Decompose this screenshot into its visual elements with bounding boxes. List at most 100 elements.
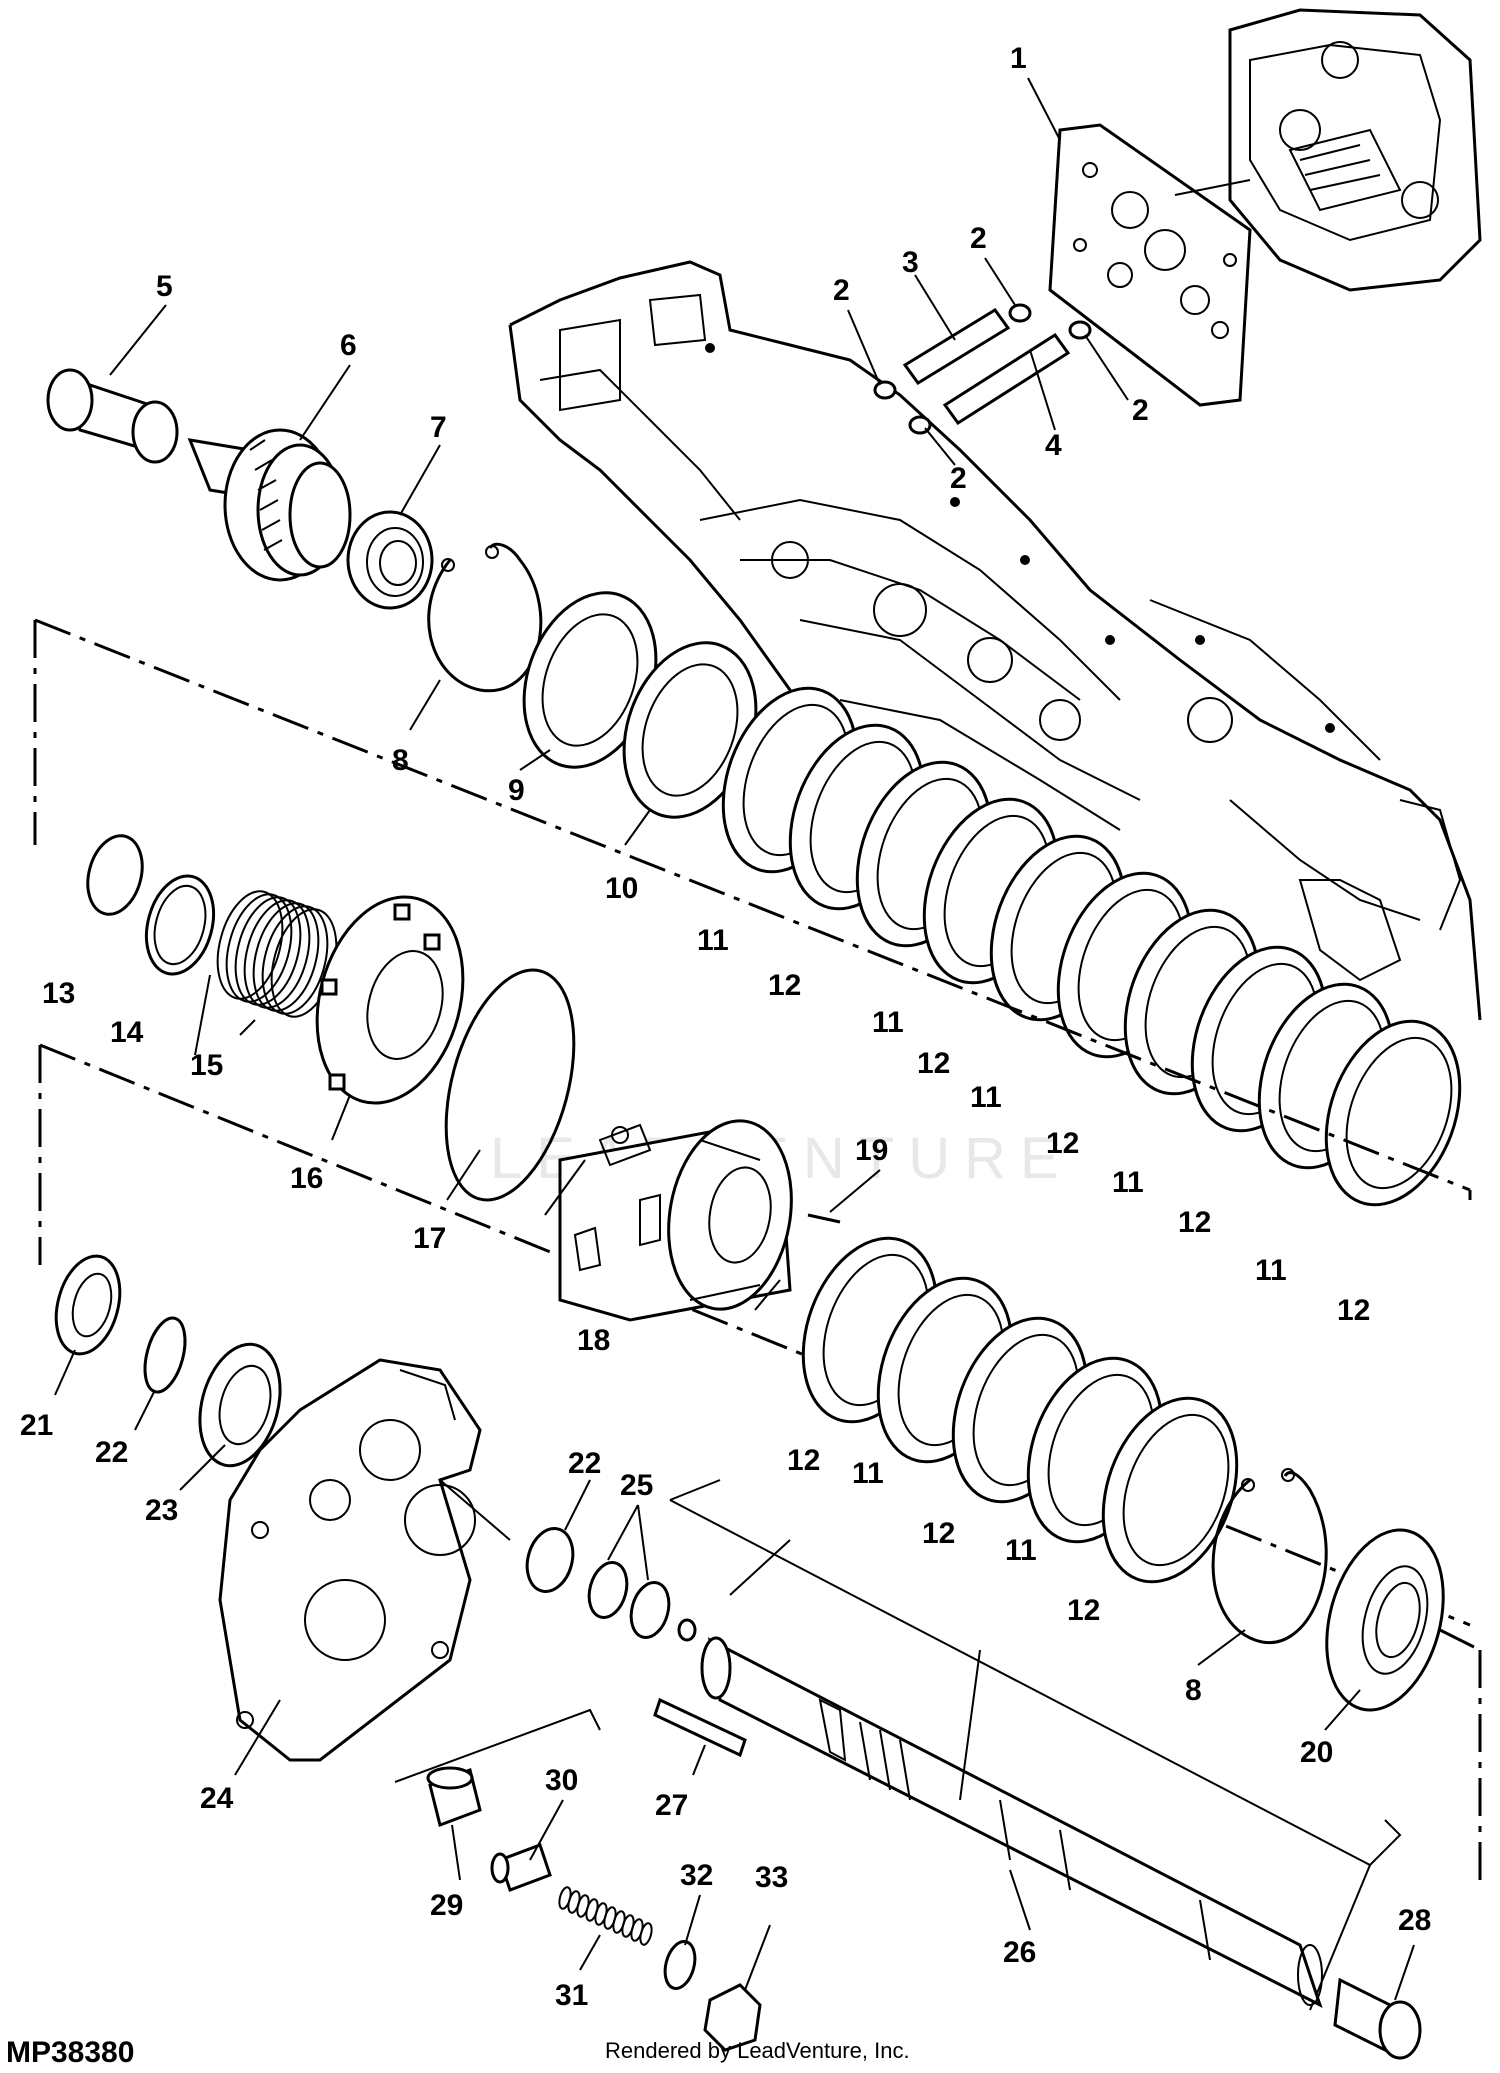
callout-28: 28 [1398,1904,1431,1937]
steel-disc-bore [1345,1036,1453,1190]
key-27 [653,1697,747,1758]
callout-11: 11 [872,1006,904,1039]
gear-6 [187,428,352,582]
spool-30 [490,1843,552,1892]
snap-ring-8-upper [427,542,543,693]
clutch-pack-upper [721,686,1462,1207]
leader-lines [54,77,1415,2001]
callout-24: 24 [200,1782,234,1815]
plate-10 [622,641,758,819]
washer-14 [144,874,216,976]
bearing-21 [54,1254,122,1356]
seal-rings-25 [587,1504,671,1639]
callout-16: 16 [290,1162,323,1195]
callout-30: 30 [545,1764,578,1797]
snap-ring-13 [86,834,144,916]
sleeve-29 [426,1766,482,1827]
piston-16 [315,895,465,1105]
callout-10: 10 [605,872,638,905]
callout-22: 22 [95,1436,128,1469]
transmission-housing [508,260,1482,1021]
pin-19 [807,1213,841,1224]
callout-8: 8 [392,744,409,777]
shaft-26 [669,1479,1402,2011]
callout-20: 20 [1300,1736,1333,1769]
callout-12: 12 [768,969,801,1002]
callout-12: 12 [922,1517,955,1550]
diagram-code: MP38380 [6,2036,134,2069]
callout-22: 22 [568,1447,601,1480]
clutch-drum-18 [558,1119,793,1322]
snap-ring-22b [525,1527,575,1593]
callout-9: 9 [508,774,525,807]
callout-32: 32 [680,1859,713,1892]
bearing-23 [198,1342,282,1468]
callout-3: 3 [902,246,919,279]
callout-17: 17 [413,1222,446,1255]
steel-disc [1324,1019,1462,1207]
callout-21: 21 [20,1409,53,1442]
plug-26a [677,1618,697,1642]
callout-25: 25 [620,1469,653,1502]
assembly-lines [33,618,1482,1890]
callout-5: 5 [156,270,173,303]
gear-20 [1325,1528,1445,1712]
callout-15: 15 [190,1049,223,1082]
callout-33: 33 [755,1861,788,1894]
snap-ring-8-lower [1211,1468,1328,1644]
bearing-7 [346,510,434,610]
valve-box [394,1708,601,1783]
callout-6: 6 [340,329,357,362]
callout-12: 12 [917,1047,950,1080]
steel-disc-bore [1122,1413,1230,1567]
callout-11: 11 [697,924,729,957]
callout-13: 13 [42,977,75,1010]
callout-12: 12 [1067,1594,1100,1627]
callout-12: 12 [1178,1206,1211,1239]
plug-33 [703,1983,762,2052]
valve-block [1228,8,1482,292]
spring-coil [216,890,284,1000]
callout-11: 11 [1112,1166,1144,1199]
callout-23: 23 [145,1494,178,1527]
spring-coil [252,902,320,1012]
housing-24 [218,1358,511,1762]
callout-7: 7 [430,411,447,444]
spring-coil [225,893,293,1003]
callout-11: 11 [1255,1254,1287,1287]
callout-8: 8 [1185,1674,1202,1707]
steel-disc [1101,1396,1239,1584]
callout-11: 11 [852,1457,884,1490]
spring-coil [234,896,302,1006]
spring-coil [261,905,329,1015]
callout-12: 12 [1046,1127,1079,1160]
callout-12: 12 [787,1444,820,1477]
spring-15 [216,890,338,1018]
tubes-and-orings [873,303,1092,435]
callout-31: 31 [555,1979,588,2012]
callout-11: 11 [1005,1534,1037,1567]
spring-coil [243,899,311,1009]
callout-2: 2 [970,222,987,255]
callout-29: 29 [430,1889,463,1922]
seal-ring-17 [444,968,576,1202]
sleeve-5 [46,368,179,464]
clutch-pack-lower [801,1236,1239,1584]
gasket-plate [1048,123,1252,407]
callout-14: 14 [110,1016,144,1049]
washer-32 [663,1940,697,1990]
callout-2: 2 [833,274,850,307]
callout-11: 11 [970,1081,1002,1114]
callout-18: 18 [577,1324,610,1357]
bushing-28 [1333,1977,1422,2060]
spring-coil [639,1922,653,1946]
spring-31 [558,1886,653,1946]
callout-12: 12 [1337,1294,1370,1327]
callout-19: 19 [855,1134,888,1167]
callout-1: 1 [1010,42,1027,75]
callout-26: 26 [1003,1936,1036,1969]
callout-2: 2 [1132,394,1149,427]
callout-labels: 1 2 2 2 2 3 4 5 6 7 8 8 9 10 11 11 11 11… [20,42,1431,2012]
snap-ring-22a [143,1316,187,1394]
